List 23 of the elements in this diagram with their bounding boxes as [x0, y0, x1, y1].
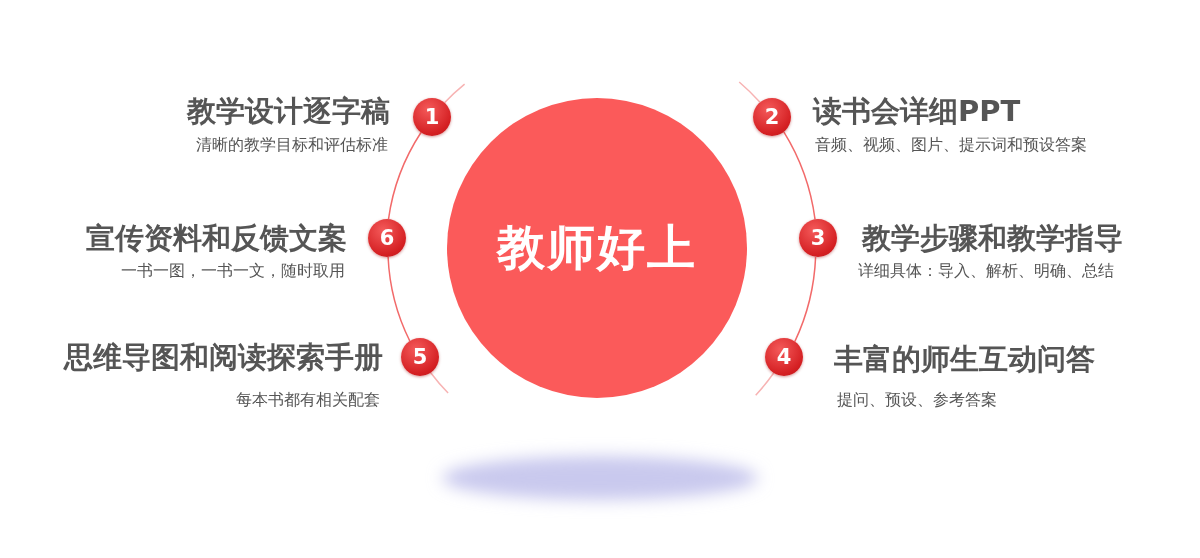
- item-description: 每本书都有相关配套: [236, 392, 380, 408]
- arc-connector: [387, 131, 422, 220]
- item-description: 音频、视频、图片、提示词和预设答案: [815, 137, 1087, 153]
- arc-connector: [387, 256, 411, 342]
- number-badge: 6: [368, 219, 406, 257]
- item-description: 清晰的教学目标和评估标准: [196, 137, 388, 153]
- item-heading: 教学步骤和教学指导: [862, 224, 1123, 253]
- center-title: 教师好上: [497, 218, 697, 277]
- arc-connector: [783, 131, 816, 220]
- number-badge: 1: [413, 98, 451, 136]
- item-heading: 思维导图和阅读探索手册: [64, 343, 383, 372]
- number-badge: 5: [401, 338, 439, 376]
- number-badge: 3: [799, 219, 837, 257]
- item-heading: 丰富的师生互动问答: [834, 345, 1095, 374]
- item-heading: 宣传资料和反馈文案: [86, 224, 347, 253]
- item-description: 提问、预设、参考答案: [837, 392, 997, 408]
- item-heading: 读书会详细PPT: [813, 97, 1021, 126]
- arc-connector: [794, 256, 817, 343]
- item-heading: 教学设计逐字稿: [187, 97, 390, 126]
- number-badge: 2: [753, 98, 791, 136]
- item-description: 详细具体：导入、解析、明确、总结: [858, 263, 1114, 279]
- item-description: 一书一图，一书一文，随时取用: [121, 263, 345, 279]
- number-badge: 4: [765, 338, 803, 376]
